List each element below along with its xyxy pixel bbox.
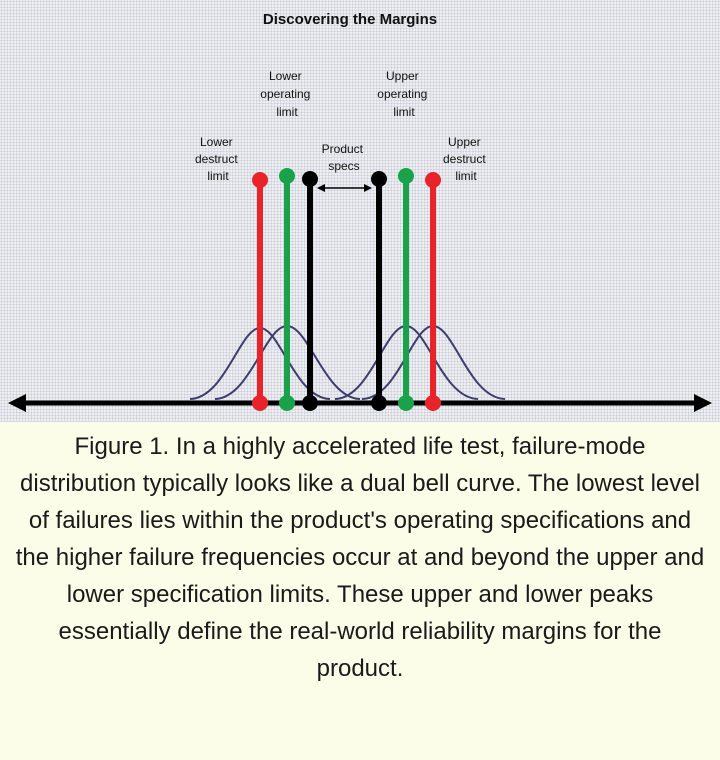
axis-arrow-left [8,394,26,412]
horizontal-axis [8,394,712,412]
upper-destruct-bottom-dot [425,395,441,411]
axis-arrow-right [694,394,712,412]
diagram: Discovering the Margins [8,11,712,412]
figure-caption: Figure 1. In a highly accelerated life t… [15,433,705,682]
limit-dots [252,168,441,411]
product-specs-arrow [317,184,372,192]
upper-spec-bottom-dot [371,395,387,411]
label-product-specs: Product specs [322,142,367,173]
lower-destruct-top-dot [252,172,268,188]
lower-destruct-bottom-dot [252,395,268,411]
caption-panel: Figure 1. In a highly accelerated life t… [0,422,720,760]
specs-arrow-right-head [364,184,372,192]
label-lower-operating: Lower operating limit [260,69,313,119]
lower-operating-top-dot [279,168,295,184]
label-lower-destruct: Lower destruct limit [195,135,241,183]
upper-operating-bottom-dot [398,395,414,411]
upper-destruct-top-dot [425,172,441,188]
bell-curves [189,324,506,400]
upper-spec-top-dot [371,171,387,187]
label-upper-destruct: Upper destruct limit [443,135,489,183]
diagram-panel: Discovering the Margins [0,0,720,422]
diagram-title: Discovering the Margins [263,11,437,28]
label-upper-operating: Upper operating limit [377,69,430,119]
specs-arrow-left-head [317,184,325,192]
lower-spec-bottom-dot [302,395,318,411]
upper-operating-top-dot [398,168,414,184]
limit-lines [257,176,436,404]
lower-spec-top-dot [302,171,318,187]
lower-operating-bottom-dot [279,395,295,411]
